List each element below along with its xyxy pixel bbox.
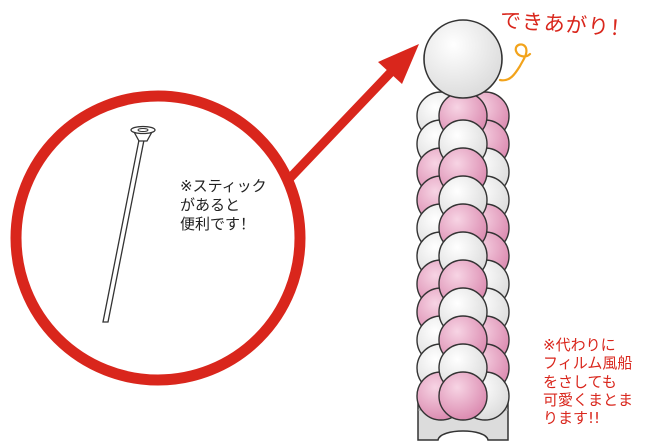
arrow-to-column (286, 44, 419, 182)
zoom-circle (10, 90, 306, 386)
balloon-column (416, 91, 510, 421)
stick-note: ※スティック があると 便利です！ (180, 177, 267, 233)
alternative-note: ※代わりに フィルム風船 をさしても 可愛くまとま ります!! (543, 336, 634, 428)
balloon-stick (102, 125, 156, 323)
top-balloon (423, 19, 532, 99)
ribbon-curl (498, 43, 532, 82)
balloon (438, 371, 488, 421)
